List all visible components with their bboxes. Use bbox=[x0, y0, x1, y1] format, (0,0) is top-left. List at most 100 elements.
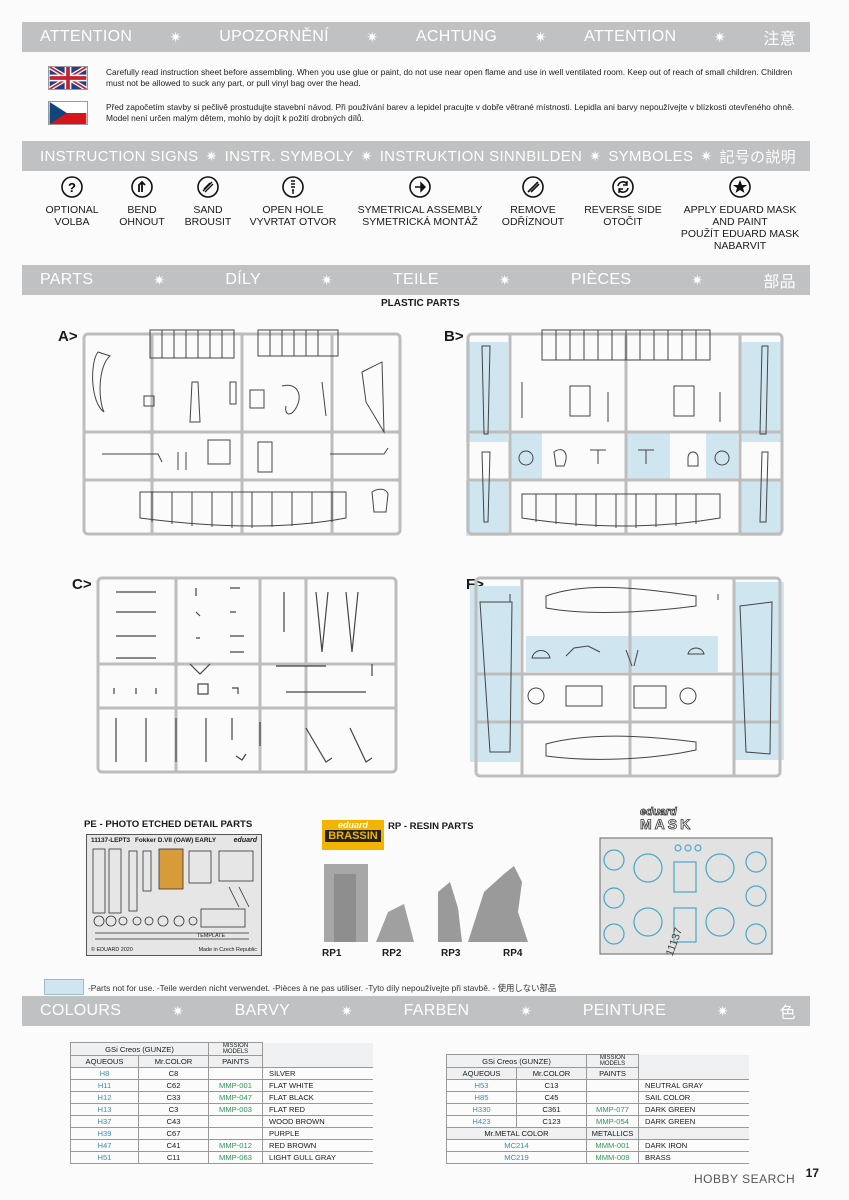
pe-fret: 11137-LEPT3 Fokker D.VII (OAW) EARLY edu… bbox=[86, 834, 262, 956]
reverse-icon bbox=[612, 176, 634, 198]
star-icon: ✷ bbox=[700, 147, 713, 164]
parts-band: PARTS ✷ DÍLY ✷ TEILE ✷ PIÈCES ✷ 部品 bbox=[22, 265, 810, 295]
rp4-label: RP4 bbox=[503, 948, 523, 959]
sign-sand: SAND BROUSIT bbox=[180, 176, 236, 228]
colours-en: COLOURS bbox=[40, 1002, 122, 1019]
attention-fr: ATTENTION bbox=[584, 28, 677, 45]
parts-fr: PIÈCES bbox=[570, 271, 632, 288]
pe-brand: eduard bbox=[233, 837, 257, 844]
star-icon: ✷ bbox=[498, 271, 511, 288]
mask-logo-eduard: eduard bbox=[640, 806, 677, 819]
colours-table-right: GSi Creos (GUNZE) MISSION MODELS AQUEOUS… bbox=[446, 1054, 749, 1164]
parts-de: TEILE bbox=[392, 271, 439, 288]
rp3-label: RP3 bbox=[441, 948, 461, 959]
pe-made-in: Made in Czech Republic bbox=[198, 947, 257, 953]
star-icon: ✷ bbox=[340, 1002, 353, 1019]
parts-en: PARTS bbox=[40, 271, 94, 288]
parts-jp: 部品 bbox=[763, 274, 796, 291]
attention-jp: 注意 bbox=[763, 31, 796, 48]
warning-cz-text: Před započetím stavby si pečlivě prostud… bbox=[106, 101, 795, 123]
star-icon: ✷ bbox=[534, 28, 547, 45]
pe-template: TEMPLATE bbox=[197, 933, 226, 939]
sprue-f bbox=[470, 576, 784, 778]
colours-cz: BARVY bbox=[234, 1002, 291, 1019]
svg-text:?: ? bbox=[68, 180, 76, 195]
star-icon: ✷ bbox=[520, 1002, 533, 1019]
star-icon: ✷ bbox=[713, 28, 726, 45]
drill-icon bbox=[282, 176, 304, 198]
star-icon: ✷ bbox=[366, 28, 379, 45]
sand-icon bbox=[197, 176, 219, 198]
signs-band: INSTRUCTION SIGNS ✷ INSTR. SYMBOLY ✷ INS… bbox=[22, 141, 810, 171]
sign-bend: BEND OHNOUT bbox=[114, 176, 170, 228]
signs-jp: 記号の説明 bbox=[719, 148, 796, 166]
colours-jp: 色 bbox=[779, 1005, 796, 1022]
pe-name: Fokker D.VII (OAW) EARLY bbox=[135, 837, 217, 844]
attention-cz: UPOZORNĚNÍ bbox=[219, 28, 329, 45]
attention-band: ATTENTION ✷ UPOZORNĚNÍ ✷ ACHTUNG ✷ ATTEN… bbox=[22, 22, 810, 52]
star-icon: ✷ bbox=[171, 1002, 184, 1019]
star-icon: ✷ bbox=[589, 147, 602, 164]
signs-cz: INSTR. SYMBOLY bbox=[224, 147, 354, 165]
colours-de: FARBEN bbox=[403, 1002, 470, 1019]
page-number: 17 bbox=[805, 1166, 819, 1180]
not-for-use-legend: -Parts not for use. -Teile werden nicht … bbox=[88, 983, 557, 993]
bend-icon bbox=[131, 176, 153, 198]
sign-remove: REMOVE ODŘÍZNOUT bbox=[498, 176, 568, 228]
pe-code: 11137-LEPT3 bbox=[91, 837, 131, 844]
rp2-label: RP2 bbox=[382, 948, 402, 959]
mask-sheet bbox=[599, 837, 773, 955]
question-icon: ? bbox=[61, 176, 83, 198]
instruction-signs: ? OPTIONAL VOLBA BEND OHNOUT SAND BROUSI… bbox=[22, 176, 810, 264]
star-icon: ✷ bbox=[691, 271, 704, 288]
pe-copyright: © EDUARD 2020 bbox=[91, 947, 133, 953]
mask-logo-mask: MASK bbox=[640, 816, 694, 833]
sprue-c-label: C> bbox=[72, 576, 92, 593]
star-icon: ✷ bbox=[716, 1002, 729, 1019]
symmetry-icon bbox=[409, 176, 431, 198]
star-icon: ✷ bbox=[169, 28, 182, 45]
colours-band: COLOURS ✷ BARVY ✷ FARBEN ✷ PEINTURE ✷ 色 bbox=[22, 996, 810, 1026]
sprue-a-label: A> bbox=[58, 328, 78, 345]
hobby-search-watermark: HOBBY SEARCH bbox=[694, 1172, 796, 1186]
mask-star-icon bbox=[729, 176, 751, 198]
sign-open-hole: OPEN HOLE VYVRTAT OTVOR bbox=[248, 176, 338, 228]
brassin-logo: eduard BRASSIN bbox=[322, 820, 384, 850]
not-for-use-swatch bbox=[44, 979, 84, 995]
sprue-b-label: B> bbox=[444, 328, 464, 345]
colours-table-left: GSi Creos (GUNZE) MISSION MODELS AQUEOUS… bbox=[70, 1042, 373, 1164]
plastic-parts-title: PLASTIC PARTS bbox=[381, 298, 460, 309]
star-icon: ✷ bbox=[360, 147, 373, 164]
warning-en-row: Carefully read instruction sheet before … bbox=[48, 66, 800, 90]
signs-de: INSTRUKTION SINNBILDEN bbox=[379, 147, 583, 165]
star-icon: ✷ bbox=[205, 147, 218, 164]
attention-en: ATTENTION bbox=[40, 28, 133, 45]
parts-cz: DÍLY bbox=[225, 271, 261, 288]
sign-optional: ? OPTIONAL VOLBA bbox=[40, 176, 104, 228]
warning-cz-row: Před započetím stavby si pečlivě prostud… bbox=[48, 101, 800, 125]
resin-parts-drawing bbox=[324, 864, 528, 942]
sprue-a bbox=[82, 329, 402, 536]
warning-en-text: Carefully read instruction sheet before … bbox=[106, 66, 793, 88]
sprue-b bbox=[466, 329, 784, 536]
star-icon: ✷ bbox=[153, 271, 166, 288]
rp-title: RP - RESIN PARTS bbox=[388, 821, 474, 832]
signs-en: INSTRUCTION SIGNS bbox=[40, 147, 199, 165]
colours-fr: PEINTURE bbox=[582, 1002, 667, 1019]
knife-icon bbox=[522, 176, 544, 198]
uk-flag-icon bbox=[48, 66, 88, 90]
sprue-c bbox=[96, 576, 398, 774]
